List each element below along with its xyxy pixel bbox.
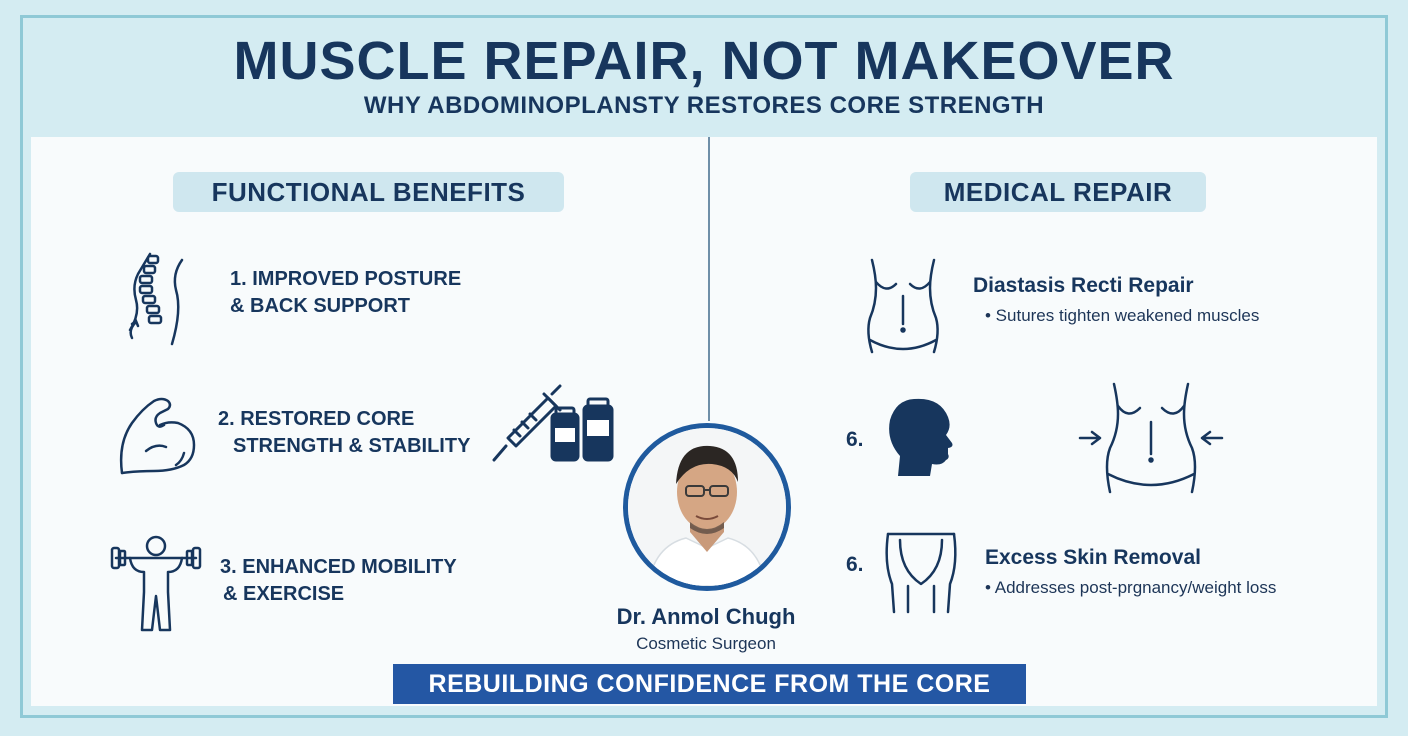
- medical-item-2-number: 6.: [846, 428, 864, 451]
- benefit-3-text: 3. ENHANCED MOBILITY & EXERCISE: [220, 554, 457, 608]
- head-silhouette-icon: [886, 397, 954, 477]
- page-subtitle: WHY ABDOMINOPLANSTY RESTORES CORE STRENG…: [363, 92, 1045, 119]
- doctor-portrait: [623, 423, 791, 591]
- bottom-banner: REBUILDING CONFIDENCE FROM THE CORE: [393, 664, 1026, 704]
- excess-skin-title: Excess Skin Removal: [985, 546, 1201, 569]
- lower-abdomen-icon: [882, 530, 960, 614]
- syringe-vials-icon: [492, 384, 616, 466]
- diastasis-recti-title: Diastasis Recti Repair: [973, 274, 1194, 297]
- doctor-role: Cosmetic Surgeon: [636, 634, 776, 653]
- diastasis-recti-desc: • Sutures tighten weakened muscles: [985, 306, 1260, 325]
- benefit-1-line1: 1. IMPROVED POSTURE: [230, 268, 462, 290]
- benefit-2-line2: STRENGTH & STABILITY: [233, 435, 471, 457]
- medical-item-3-number: 6.: [846, 553, 864, 576]
- spine-icon: [118, 250, 198, 350]
- tightened-torso-icon: [1078, 380, 1224, 498]
- medical-repair-heading: MEDICAL REPAIR: [910, 172, 1206, 212]
- benefit-2-text: 2. RESTORED CORE STRENGTH & STABILITY: [218, 406, 470, 460]
- benefit-3-line1: 3. ENHANCED MOBILITY: [220, 556, 457, 578]
- page-title: MUSCLE REPAIR, NOT MAKEOVER: [233, 31, 1175, 91]
- functional-benefits-heading: FUNCTIONAL BENEFITS: [173, 172, 564, 212]
- benefit-1-line2: & BACK SUPPORT: [230, 295, 411, 317]
- benefit-3-line2: & EXERCISE: [223, 583, 345, 605]
- benefit-2-line1: 2. RESTORED CORE: [218, 408, 415, 430]
- flexed-arm-icon: [116, 395, 206, 485]
- content-panel: [31, 137, 1377, 706]
- torso-icon: [860, 256, 946, 354]
- center-divider: [708, 137, 710, 421]
- excess-skin-desc: • Addresses post-prgnancy/weight loss: [985, 578, 1277, 597]
- doctor-name: Dr. Anmol Chugh: [616, 604, 796, 629]
- benefit-1-text: 1. IMPROVED POSTURE & BACK SUPPORT: [230, 266, 461, 320]
- weightlifter-icon: [108, 534, 204, 634]
